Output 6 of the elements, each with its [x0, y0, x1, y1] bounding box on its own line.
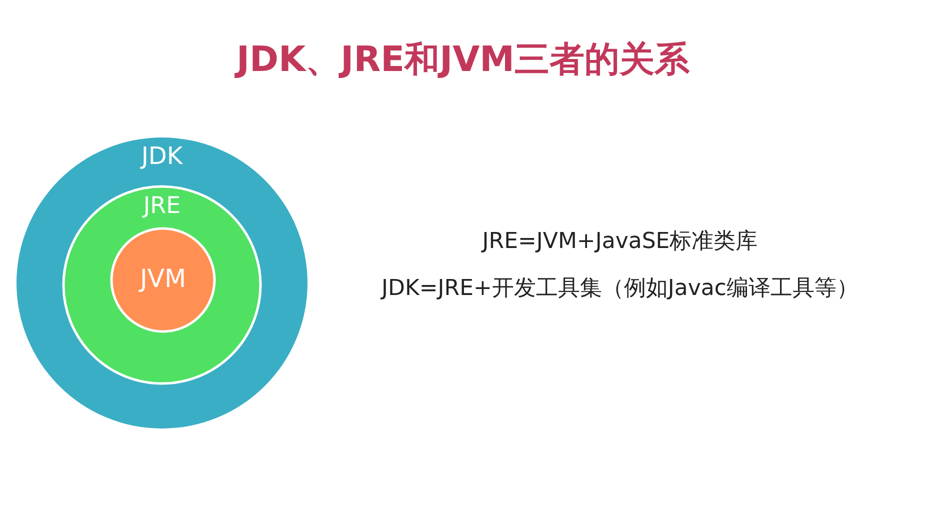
circle-label: JRE	[143, 193, 181, 219]
circle-label: JVM	[140, 264, 186, 293]
circle-label: JDK	[141, 142, 183, 170]
formula-text: JRE=JVM+JavaSE标准类库	[482, 228, 758, 256]
title: JDK、JRE和JVM三者的关系	[236, 39, 690, 82]
formula-text: JDK=JRE+开发工具集（例如Javac编译工具等）	[382, 275, 858, 303]
